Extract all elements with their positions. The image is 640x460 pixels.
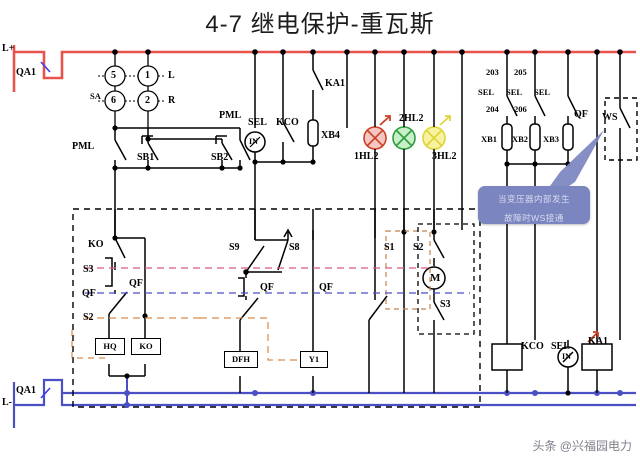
sa-contact-6: 6 xyxy=(111,95,116,106)
qa1-top-arrow xyxy=(40,61,51,73)
xb2-label: XB2 xyxy=(512,134,529,144)
pml-right-label: PML xyxy=(219,110,242,121)
ko-branch-dots xyxy=(112,235,148,319)
pml-sb-network xyxy=(114,127,251,230)
s3b-label: S3 xyxy=(440,299,451,310)
page-title: 4-7 继电保护-重瓦斯 xyxy=(205,11,435,38)
ws-label: WS xyxy=(602,112,618,123)
s1-label: S1 xyxy=(384,242,395,253)
qf-d-label: QF xyxy=(319,282,333,293)
positive-rail xyxy=(12,45,636,92)
ka1-coil xyxy=(581,343,613,371)
qf-c-label: QF xyxy=(260,282,274,293)
sb1-label: SB1 xyxy=(137,152,155,163)
kco-coil-label: KCO xyxy=(521,341,544,352)
sa-selector-switch[interactable] xyxy=(104,52,159,128)
qa1-bottom-arrow xyxy=(40,387,51,399)
qf-b-label: QF xyxy=(129,278,143,289)
in-meter-top-label: IN xyxy=(249,137,258,146)
qf-ws-group xyxy=(596,52,631,340)
pml-junction-dots xyxy=(112,125,243,171)
wire-number-206: 206 xyxy=(514,104,527,114)
sel-right-1: SEL xyxy=(478,87,495,97)
motor-branch xyxy=(368,230,446,393)
coil-y1: Y1 xyxy=(300,351,328,368)
s9-s8-qf-branch xyxy=(238,228,293,352)
signal-line-orange-c xyxy=(71,330,110,359)
sel-coil-label: SEL xyxy=(551,341,570,352)
s9-label: S9 xyxy=(229,242,240,253)
right-group-dots xyxy=(504,161,571,167)
coil-ko: KO xyxy=(131,338,161,355)
xb4-label: XB4 xyxy=(321,130,340,141)
sel-right-2: SEL xyxy=(506,87,523,97)
in-meter-bottom-label: IN xyxy=(562,352,571,361)
s1-s2-dashed-group xyxy=(385,230,431,310)
qa1-bottom-label: QA1 xyxy=(16,385,36,396)
s3-label: S3 xyxy=(83,264,94,275)
control-enclosure xyxy=(72,208,481,408)
ko-contact-label: KO xyxy=(88,239,104,250)
signal-line-orange-b xyxy=(200,317,306,361)
motor-dashed-group xyxy=(417,223,475,335)
s2b-label: S2 xyxy=(413,242,424,253)
wire-number-203: 203 xyxy=(486,67,499,77)
callout-line-2: 故障时WS接通 xyxy=(504,213,564,223)
ka1-coil-label: KA1 xyxy=(588,336,608,347)
rail-negative-label: L- xyxy=(2,397,12,408)
sa-position-l: L xyxy=(168,70,175,81)
signal-lamp-1hl2 xyxy=(346,52,391,230)
kco-coil xyxy=(491,343,523,371)
in-meter-needle xyxy=(249,136,261,148)
qf-a-label: QF xyxy=(82,288,96,299)
xb3-label: XB3 xyxy=(543,134,560,144)
ka1-flag-icon xyxy=(587,331,599,343)
watermark: 头条 @兴福园电力 xyxy=(532,439,632,453)
wire-number-205: 205 xyxy=(514,67,527,77)
motor-label: M xyxy=(430,272,441,284)
qf-right-label: QF xyxy=(574,109,588,120)
xb1-label: XB1 xyxy=(481,134,498,144)
sb2-label: SB2 xyxy=(211,152,229,163)
wire-number-204: 204 xyxy=(486,104,499,114)
enclosure-feed-lines xyxy=(114,209,435,240)
s8-label: S8 xyxy=(289,242,300,253)
coil-hq: HQ xyxy=(95,338,125,355)
sa-contact-2: 2 xyxy=(145,95,150,106)
coil-dfh: DFH xyxy=(224,351,258,368)
sel-top-label: SEL xyxy=(248,117,267,128)
callout-line-1: 当变压器内部发生 xyxy=(497,194,570,204)
sa-label: SA xyxy=(90,91,101,101)
kco-top-label: KCO xyxy=(276,117,299,128)
sa-dotted-links xyxy=(98,75,166,102)
blue-return-dots xyxy=(124,390,623,408)
negative-rail xyxy=(12,378,636,428)
ka1-top-label: KA1 xyxy=(325,78,345,89)
sel-right-3: SEL xyxy=(534,87,551,97)
ws-enclosure xyxy=(604,97,638,161)
pml-left-label: PML xyxy=(72,141,95,152)
lamp-1hl2-label: 1HL2 xyxy=(354,151,379,162)
sa-contact-1: 1 xyxy=(145,70,150,81)
ws-callout-bubble: 当变压器内部发生 故障时WS接通 xyxy=(478,186,590,224)
rail-positive-label: L+ xyxy=(2,43,15,54)
lamp-3hl2-label: 3HL2 xyxy=(432,151,457,162)
bottom-right-coils xyxy=(506,340,598,393)
sa-position-r: R xyxy=(168,95,176,106)
s2-label: S2 xyxy=(83,312,94,323)
lamp-2hl2-label: 2HL2 xyxy=(399,113,424,124)
sel-group-dots xyxy=(252,159,316,165)
ko-s3-qf-s2-branch xyxy=(105,230,146,338)
qa1-top-label: QA1 xyxy=(16,67,36,78)
signal-lamp-2hl2 xyxy=(392,52,416,230)
sa-contact-5: 5 xyxy=(111,70,116,81)
signal-lamp-3hl2 xyxy=(422,52,451,230)
